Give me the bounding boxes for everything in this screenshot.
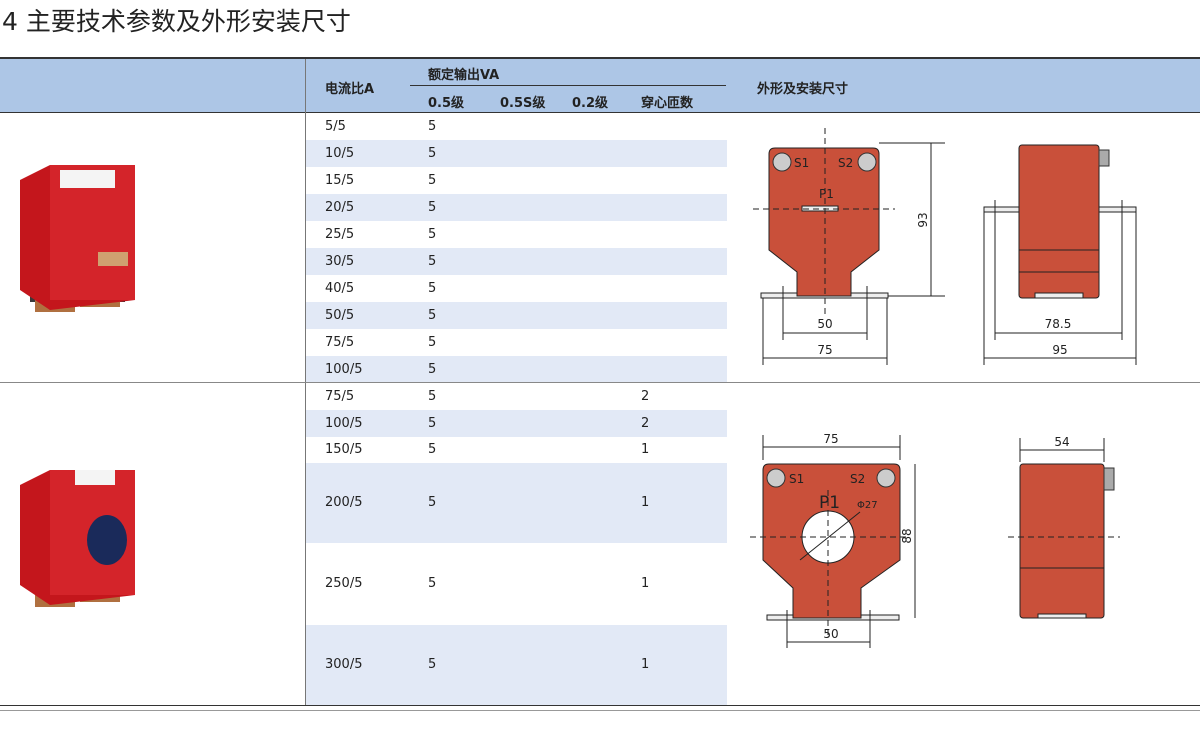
- dim-height: 93: [916, 212, 930, 227]
- turns-cell: 1: [641, 576, 650, 591]
- outline-drawing-2-side: 54: [1008, 435, 1120, 619]
- ratio-cell: 75/5: [325, 334, 355, 350]
- section-rule: [0, 382, 1200, 383]
- class-05-cell: 5: [428, 442, 437, 457]
- terminal2-s2-label: S2: [850, 472, 865, 486]
- class-05-cell: 5: [428, 199, 437, 215]
- turns-cell: 1: [641, 442, 650, 457]
- class-05-cell: 5: [428, 415, 437, 431]
- top-rule: [0, 57, 1200, 59]
- dim2-inner: 50: [823, 627, 838, 641]
- turns-cell: 2: [641, 388, 650, 404]
- ratio-cell: 200/5: [325, 495, 363, 510]
- ratio-cell: 150/5: [325, 442, 363, 457]
- ratio-cell: 100/5: [325, 415, 363, 431]
- outline-drawing-1-front: S1 S2 P1 93 50 75: [753, 128, 945, 365]
- class-05-cell: 5: [428, 657, 437, 672]
- table-row: 250/5 5 1: [306, 543, 727, 625]
- table-row: 300/5 5 1: [306, 625, 727, 705]
- class-05-cell: 5: [428, 495, 437, 510]
- ratio-cell: 50/5: [325, 307, 355, 323]
- table-row: 10/5 5: [306, 140, 727, 167]
- outline-drawing-1-side: 78.5 95: [983, 144, 1137, 365]
- table-row: 150/5 5 1: [306, 437, 727, 463]
- turns-cell: 1: [641, 495, 650, 510]
- header-outline: 外形及安装尺寸: [757, 82, 849, 97]
- ratio-cell: 300/5: [325, 657, 363, 672]
- class-05-cell: 5: [428, 307, 437, 323]
- terminal2-p1-label: P1: [819, 493, 840, 513]
- product-photo-1: [20, 165, 135, 312]
- terminal-s2-label: S2: [838, 156, 853, 170]
- terminal-s1-label: S1: [794, 156, 809, 170]
- product-photo-2: [20, 470, 135, 607]
- dim-side-width: 95: [1052, 343, 1067, 357]
- table-row: 20/5 5: [306, 194, 727, 221]
- table-row: 75/5 5: [306, 329, 727, 356]
- bottom-rule-2: [0, 710, 1200, 711]
- table-row: 100/5 5 2: [306, 410, 727, 437]
- header-class-05s: 0.5S级: [500, 96, 546, 111]
- header-divider: [410, 85, 726, 86]
- table-row: 30/5 5: [306, 248, 727, 275]
- table-row: 25/5 5: [306, 221, 727, 248]
- table-row: 75/5 5 2: [306, 383, 727, 410]
- dim-side-inner: 78.5: [1045, 317, 1072, 331]
- dim-width: 75: [817, 343, 832, 357]
- table-row: 15/5 5: [306, 167, 727, 194]
- header-rule: [0, 112, 1200, 113]
- terminal2-s1-label: S1: [789, 472, 804, 486]
- header-class-02: 0.2级: [572, 96, 609, 111]
- ratio-cell: 5/5: [325, 118, 346, 134]
- class-05-cell: 5: [428, 118, 437, 134]
- class-05-cell: 5: [428, 145, 437, 161]
- table-row: 200/5 5 1: [306, 463, 727, 543]
- terminal-p1-label: P1: [819, 187, 834, 201]
- table-row: 50/5 5: [306, 302, 727, 329]
- class-05-cell: 5: [428, 226, 437, 242]
- ratio-cell: 100/5: [325, 361, 363, 377]
- ratio-cell: 20/5: [325, 199, 355, 215]
- turns-cell: 2: [641, 415, 650, 431]
- ratio-cell: 10/5: [325, 145, 355, 161]
- class-05-cell: 5: [428, 388, 437, 404]
- header-rated-output: 额定输出VA: [428, 68, 500, 83]
- table-row: 40/5 5: [306, 275, 727, 302]
- dim2-hole: Φ27: [857, 500, 878, 511]
- table-row: 5/5 5: [306, 113, 727, 140]
- class-05-cell: 5: [428, 280, 437, 296]
- ratio-cell: 250/5: [325, 576, 363, 591]
- table-row: 100/5 5: [306, 356, 727, 383]
- dim2-width: 75: [823, 432, 838, 446]
- bottom-rule: [0, 705, 1200, 706]
- header-turns: 穿心匝数: [641, 96, 694, 111]
- class-05-cell: 5: [428, 361, 437, 377]
- section-title: 4 主要技术参数及外形安装尺寸: [2, 7, 351, 36]
- ratio-cell: 40/5: [325, 280, 355, 296]
- ratio-cell: 30/5: [325, 253, 355, 269]
- class-05-cell: 5: [428, 172, 437, 188]
- dim2-height: 88: [900, 528, 914, 543]
- dim2-depth: 54: [1054, 435, 1069, 449]
- outline-drawing-2-front: 75 S1 S2 P1 Φ27 88 50: [750, 432, 916, 648]
- class-05-cell: 5: [428, 334, 437, 350]
- turns-cell: 1: [641, 657, 650, 672]
- header-class-05: 0.5级: [428, 96, 465, 111]
- class-05-cell: 5: [428, 253, 437, 269]
- dim-inner: 50: [817, 317, 832, 331]
- ratio-cell: 75/5: [325, 388, 355, 404]
- header-ratio: 电流比A: [325, 82, 375, 97]
- ratio-cell: 15/5: [325, 172, 355, 188]
- class-05-cell: 5: [428, 576, 437, 591]
- ratio-cell: 25/5: [325, 226, 355, 242]
